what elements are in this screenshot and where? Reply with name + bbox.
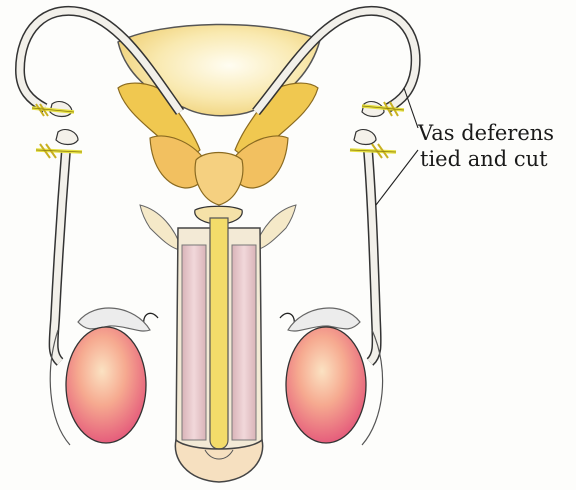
corpus-cavernosum-right	[232, 245, 256, 440]
label-line-1: Vas deferens	[418, 120, 554, 146]
crus-left	[140, 205, 182, 250]
leader-line-lower	[376, 150, 418, 205]
label-line-2: tied and cut	[418, 146, 554, 172]
prostate-center	[195, 153, 243, 206]
urethra	[210, 218, 228, 449]
testis-left	[66, 327, 146, 443]
ligature-left-lower	[36, 144, 82, 158]
vas-deferens-label: Vas deferens tied and cut	[418, 120, 554, 172]
corpus-cavernosum-left	[182, 245, 206, 440]
testis-right	[286, 327, 366, 443]
